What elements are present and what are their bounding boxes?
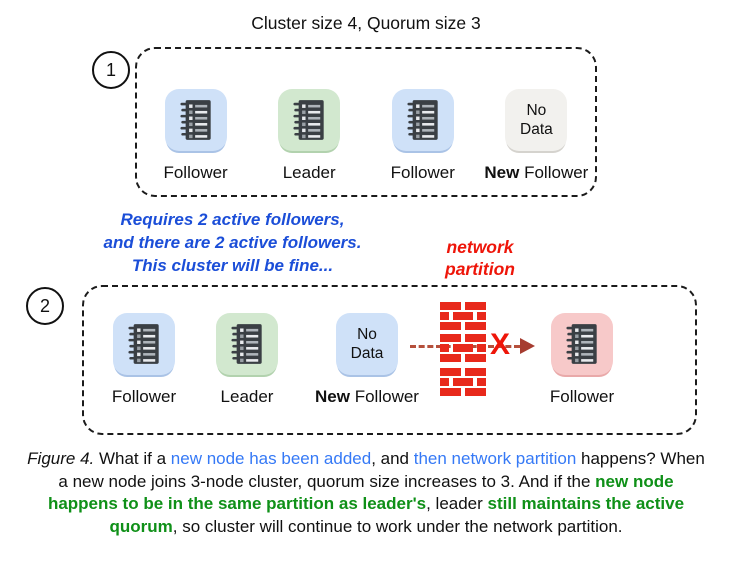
notebook-icon bbox=[407, 100, 438, 140]
caption-segment: , and bbox=[371, 449, 414, 468]
firewall-brick-middle bbox=[440, 334, 486, 362]
brick-wall-icon bbox=[440, 368, 486, 396]
network-partition-label: network partition bbox=[410, 236, 550, 280]
caption-segment: new node has been added bbox=[170, 449, 372, 468]
node-label: Follower bbox=[163, 163, 228, 182]
node-label: Follower bbox=[111, 387, 177, 406]
node-label: Follower bbox=[390, 163, 455, 182]
quorum-note-line: and there are 2 active followers. bbox=[103, 233, 362, 252]
node-label: New Follower bbox=[484, 163, 589, 182]
caption-segment: happens? When a new node joins 3-node cl… bbox=[58, 449, 705, 491]
node-leader-1: Leader bbox=[254, 89, 364, 183]
notebook-icon bbox=[180, 100, 211, 140]
step-2-number: 2 bbox=[39, 295, 50, 316]
step-1-badge: 1 bbox=[92, 51, 130, 89]
caption-segment: , leader bbox=[426, 494, 488, 513]
blocked-x-mark: X bbox=[489, 328, 510, 361]
network-partition-line: partition bbox=[445, 259, 515, 279]
follower-node-square bbox=[113, 313, 175, 375]
follower-node-square bbox=[164, 89, 227, 151]
node-follower-1: Follower bbox=[141, 89, 251, 183]
caption-segment: Figure 4. bbox=[27, 449, 95, 468]
partitioned-follower-node-square bbox=[551, 313, 613, 375]
caption-segment: then network partition bbox=[413, 449, 577, 468]
node-label: Leader bbox=[282, 163, 336, 182]
notebook-icon bbox=[566, 324, 597, 364]
notebook-icon bbox=[128, 324, 159, 364]
node-follower-partitioned: Follower bbox=[527, 313, 637, 407]
follower-node-square bbox=[391, 89, 454, 151]
cluster-box-1: Follower Leader bbox=[135, 47, 597, 197]
node-leader-2: Leader bbox=[192, 313, 302, 407]
quorum-note-line: Requires 2 active followers, bbox=[120, 210, 345, 229]
caption-segment: still maintains the active quorum bbox=[109, 494, 685, 536]
step-2-badge: 2 bbox=[26, 287, 64, 325]
node-label: Leader bbox=[220, 387, 274, 406]
node-follower-2: Follower bbox=[368, 89, 478, 183]
leader-node-square bbox=[278, 89, 341, 151]
caption-segment: What if a bbox=[94, 449, 171, 468]
quorum-note: Requires 2 active followers, and there a… bbox=[80, 208, 385, 277]
figure-caption: Figure 4. What if a new node has been ad… bbox=[26, 448, 706, 538]
notebook-icon bbox=[231, 324, 262, 364]
node-label: New Follower bbox=[315, 387, 419, 406]
brick-wall-icon bbox=[440, 334, 486, 362]
partition-arrowhead-icon bbox=[520, 338, 535, 354]
caption-segment: new node happens to be in the same parti… bbox=[47, 471, 674, 514]
network-partition-line: network bbox=[446, 237, 514, 257]
leader-node-square bbox=[216, 313, 278, 375]
firewall-brick-top bbox=[440, 302, 486, 330]
firewall-brick-bottom bbox=[440, 368, 486, 396]
node-follower-3: Follower bbox=[89, 313, 199, 407]
brick-wall-icon bbox=[440, 302, 486, 330]
step-1-number: 1 bbox=[105, 59, 116, 80]
quorum-note-line: This cluster will be fine... bbox=[131, 256, 334, 275]
node-label: Follower bbox=[549, 387, 615, 406]
notebook-icon bbox=[293, 100, 324, 140]
caption-segment: , so cluster will continue to work under… bbox=[172, 516, 623, 536]
diagram-title: Cluster size 4, Quorum size 3 bbox=[251, 13, 481, 33]
